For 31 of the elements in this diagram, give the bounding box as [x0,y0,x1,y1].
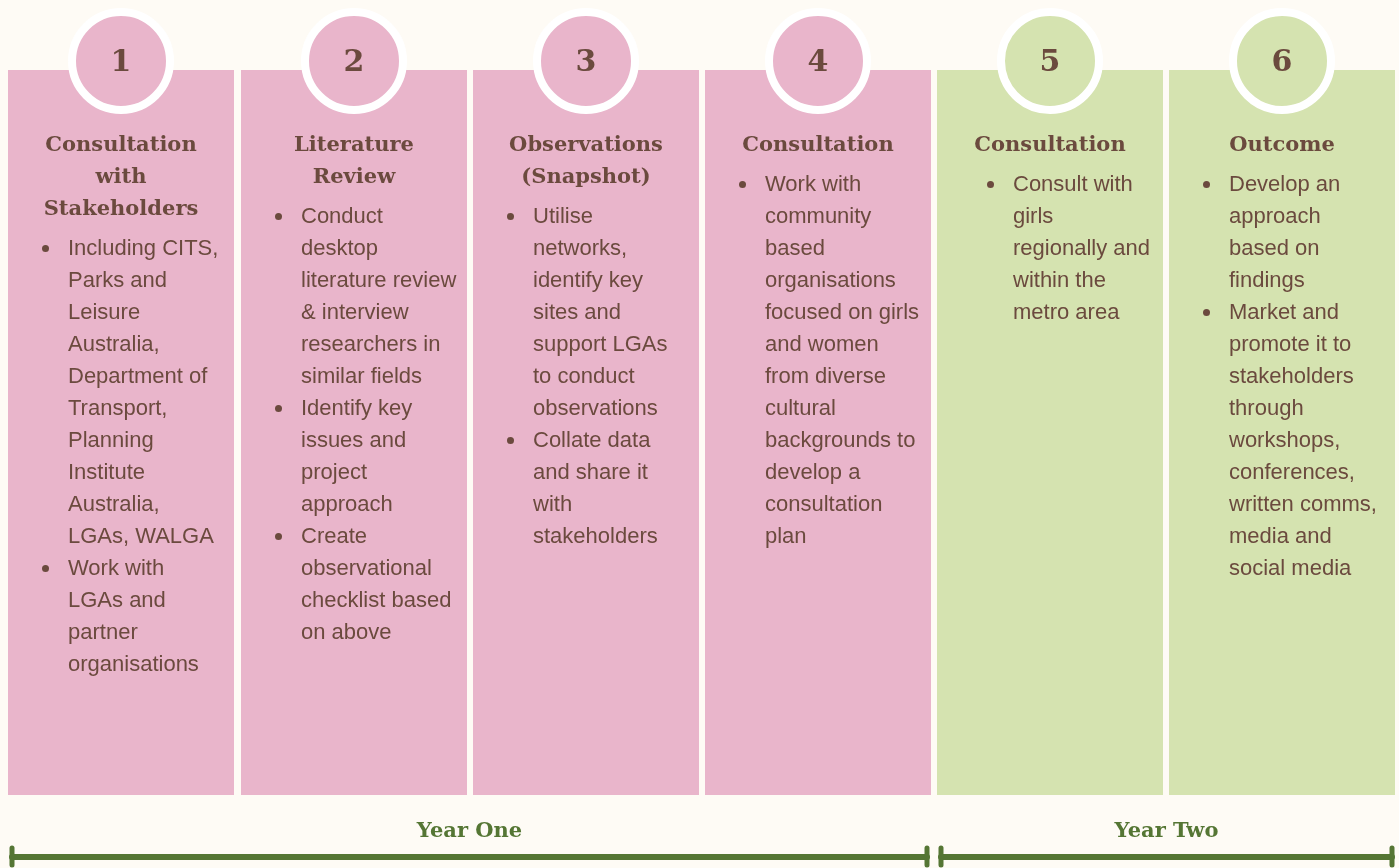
column-title: Consultation [741,130,895,158]
column-title: Literature Review [293,130,415,190]
bullet-text: Consult with girls regionally and within the metro area [1013,170,1151,326]
phase-column [473,70,699,795]
year-label: Year One [416,816,523,844]
column-title: Outcome [1228,130,1336,158]
bullet-text: Work with community based organisations focused on girls and women from diverse cultural backgrounds to develop a consultation plan [765,170,921,550]
year-label: Year Two [1114,816,1219,844]
phase-column [1169,70,1395,795]
column-title: Consultation with Stakeholders [42,130,200,222]
phase-column [705,70,931,795]
step-number: 5 [1039,46,1061,76]
bullet-text: Utilise networks, identify key sites and support LGAs to conduct observations [533,202,669,422]
phase-column [937,70,1163,795]
step-number: 1 [110,46,132,76]
phase-column [8,70,234,795]
bullet-text: Including CITS, Parks and Leisure Australia, Department of Transport, Planning Institute Australia, LGAs, WALGA [68,234,220,550]
phase-column [241,70,467,795]
bullet-text: Create observational checklist based on above [301,522,453,646]
bullet-text: Collate data and share it with stakeholders [533,426,659,550]
bullet-text: Develop an approach based on findings [1229,170,1342,294]
bullet-text: Conduct desktop literature review & interview researchers in similar fields [301,202,457,390]
column-title: Consultation [973,130,1127,158]
step-number: 3 [575,46,597,76]
bullet-text: Market and promote it to stakeholders through workshops, conferences, written comms, media and social media [1229,298,1378,582]
column-title: Observations (Snapshot) [508,130,664,190]
bullet-text: Identify key issues and project approach [301,394,414,518]
bullet-text: Work with LGAs and partner organisations [68,554,200,678]
step-number: 6 [1271,46,1293,76]
step-number: 4 [807,46,829,76]
step-number: 2 [343,46,365,76]
